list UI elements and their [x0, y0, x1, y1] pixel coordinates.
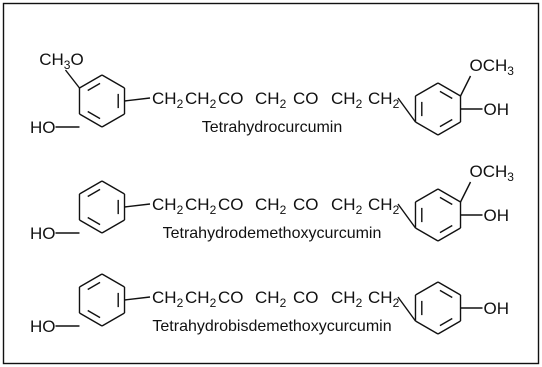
- ring-double-bond: [87, 188, 101, 198]
- chain-group: CH2​: [331, 288, 363, 310]
- chain-group: CO: [218, 89, 244, 108]
- chain-group: CH2​: [185, 288, 217, 310]
- right-methoxy-label: OCH3​: [470, 56, 515, 78]
- ring-bond: [79, 273, 103, 288]
- ring-double-bond: [439, 289, 453, 299]
- left-hydroxyl-label: HO: [30, 317, 56, 336]
- right-chain-bond: [397, 203, 417, 229]
- ring-double-bond: [439, 317, 453, 327]
- right-methoxy-bond: [459, 75, 472, 97]
- right-methoxy-bond: [459, 181, 472, 203]
- ring-bond: [101, 273, 125, 288]
- chain-group: CH2​: [185, 195, 217, 217]
- chain-group: CO: [218, 195, 244, 214]
- chain-group: CH2​: [185, 89, 217, 111]
- ring-double-bond: [439, 118, 453, 128]
- left-chain-bond: [124, 296, 151, 301]
- right-hydroxyl-label: OH: [484, 100, 510, 119]
- ring-bond: [101, 312, 125, 327]
- ring-bond: [437, 227, 461, 242]
- ring-bond: [79, 180, 103, 195]
- compound-name: Tetrahydrobisdemethoxycurcumin: [152, 318, 391, 335]
- ring-bond: [437, 82, 461, 97]
- ring-bond: [415, 188, 439, 203]
- ring-bond: [101, 74, 125, 89]
- left-methoxy-bond: [64, 69, 81, 89]
- ring-bond: [415, 281, 439, 296]
- chain-group: CH2​: [255, 288, 287, 310]
- ring-double-bond: [87, 281, 101, 291]
- chain-group: CH2​: [152, 89, 184, 111]
- ring-bond: [79, 312, 103, 327]
- molecule-1: HOCH3​OCH2​CH2​COCH2​COCH2​CH2​OHOCH3​Te…: [30, 50, 514, 137]
- ring-bond: [437, 188, 461, 203]
- right-hydroxyl-label: OH: [484, 299, 510, 318]
- ring-double-bond: [87, 216, 101, 226]
- ring-bond: [415, 227, 439, 242]
- ring-bond: [437, 281, 461, 296]
- molecule-2: HOCH2​CH2​COCH2​COCH2​CH2​OHOCH3​Tetrahy…: [30, 162, 514, 243]
- chain-group: CH2​: [331, 89, 363, 111]
- left-benzene-ring: [78, 273, 126, 327]
- compound-name: Tetrahydrodemethoxycurcumin: [163, 225, 382, 242]
- ring-double-bond: [87, 110, 101, 120]
- ring-bond: [79, 219, 103, 234]
- compound-name: Tetrahydrocurcumin: [202, 119, 343, 136]
- right-methoxy-label: OCH3​: [470, 162, 515, 184]
- chain-group: CH2​: [368, 195, 400, 217]
- right-chain-bond: [397, 296, 417, 322]
- chain-group: CH2​: [368, 288, 400, 310]
- ring-bond: [415, 121, 439, 136]
- right-hydroxyl-label: OH: [484, 206, 510, 225]
- chain-group: CO: [293, 89, 319, 108]
- ring-bond: [437, 121, 461, 136]
- ring-double-bond: [439, 196, 453, 206]
- chain-group: CH2​: [331, 195, 363, 217]
- left-benzene-ring: [78, 74, 126, 128]
- molecule-3: HOCH2​CH2​COCH2​COCH2​CH2​OHTetrahydrobi…: [30, 273, 510, 336]
- ring-bond: [415, 82, 439, 97]
- ring-bond: [101, 113, 125, 128]
- chain-group: CO: [293, 288, 319, 307]
- ring-bond: [415, 320, 439, 335]
- chain-group: CO: [218, 288, 244, 307]
- ring-bond: [437, 320, 461, 335]
- ring-bond: [101, 219, 125, 234]
- ring-double-bond: [439, 90, 453, 100]
- chain-group: CH2​: [152, 195, 184, 217]
- chain-group: CH2​: [255, 195, 287, 217]
- left-chain-bond: [124, 97, 151, 102]
- ring-bond: [79, 113, 103, 128]
- left-hydroxyl-label: HO: [30, 118, 56, 137]
- right-chain-bond: [397, 97, 417, 123]
- ring-bond: [79, 74, 103, 89]
- right-benzene-ring: [414, 188, 462, 242]
- chain-group: CH2​: [368, 89, 400, 111]
- chain-group: CH2​: [255, 89, 287, 111]
- chain-group: CO: [293, 195, 319, 214]
- left-hydroxyl-label: HO: [30, 224, 56, 243]
- chain-group: CH2​: [152, 288, 184, 310]
- ring-double-bond: [439, 224, 453, 234]
- right-benzene-ring: [414, 281, 462, 335]
- left-methoxy-label: CH3​O: [39, 50, 83, 72]
- ring-double-bond: [87, 82, 101, 92]
- ring-double-bond: [87, 309, 101, 319]
- ring-bond: [101, 180, 125, 195]
- left-chain-bond: [124, 203, 151, 208]
